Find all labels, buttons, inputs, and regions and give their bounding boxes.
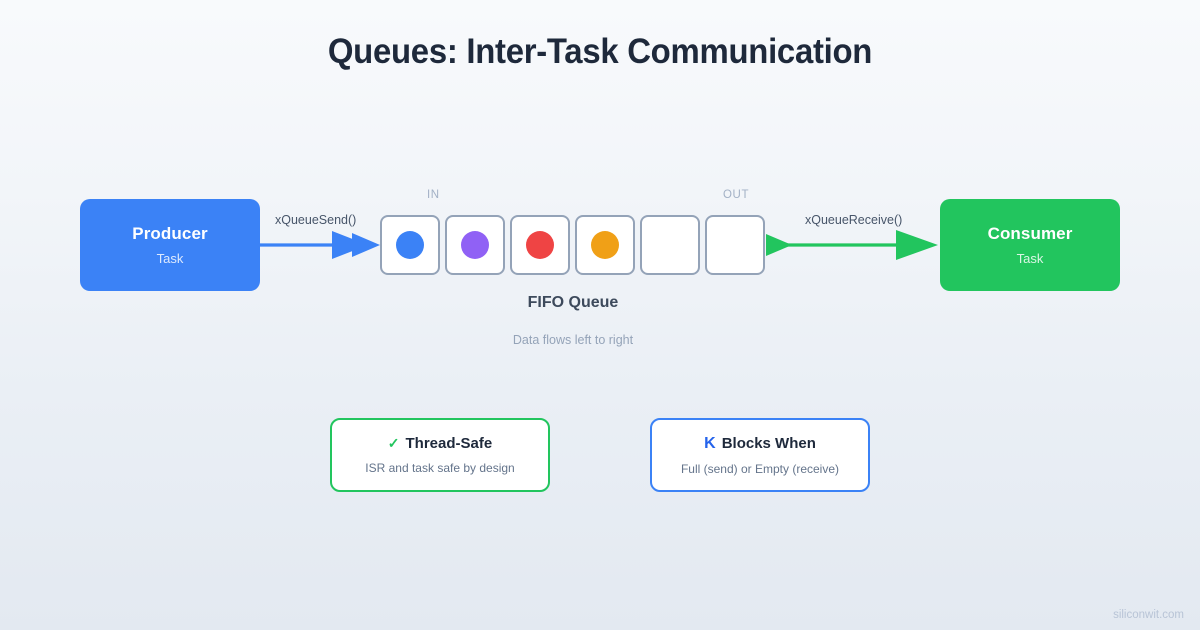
feature-title: Thread-Safe	[405, 435, 493, 452]
consumer-task-box: Consumer Task	[940, 199, 1120, 291]
page-title: Queues: Inter-Task Communication	[327, 32, 873, 71]
feature-heading: K Blocks When	[704, 435, 816, 453]
receive-arrow-label: xQueueReceive()	[805, 213, 903, 227]
queue-out-label: OUT	[723, 189, 750, 201]
feature-description: ISR and task safe by design	[365, 461, 515, 475]
queue-item-dot	[461, 231, 489, 259]
queue-subcaption: Data flows left to right	[512, 333, 634, 347]
check-icon: ✓	[387, 435, 400, 451]
queue-cell-filled	[510, 215, 570, 275]
fifo-queue	[380, 215, 765, 275]
consumer-subtitle: Task	[1016, 251, 1044, 266]
watermark: siliconwit.com	[1113, 609, 1184, 621]
queue-cell-filled	[575, 215, 635, 275]
feature-card-blocks-when: K Blocks When Full (send) or Empty (rece…	[650, 418, 870, 492]
receive-arrowhead-start	[766, 234, 792, 256]
queue-in-label: IN	[427, 189, 440, 201]
queue-item-dot	[526, 231, 554, 259]
consumer-title: Consumer	[987, 224, 1073, 243]
send-arrowhead-inner	[352, 233, 380, 257]
queue-caption: FIFO Queue	[527, 294, 619, 311]
receive-arrowhead-end	[896, 230, 938, 260]
feature-description: Full (send) or Empty (receive)	[680, 461, 840, 476]
k-glyph-icon: K	[704, 434, 716, 452]
send-arrow-label: xQueueSend()	[275, 213, 357, 227]
queue-item-dot	[396, 231, 424, 259]
queue-cell-filled	[445, 215, 505, 275]
queue-cell-empty	[705, 215, 765, 275]
feature-heading: ✓ Thread-Safe	[388, 435, 492, 452]
producer-title: Producer	[132, 224, 208, 243]
producer-task-box: Producer Task	[80, 199, 260, 291]
queue-item-dot	[591, 231, 619, 259]
producer-subtitle: Task	[156, 251, 184, 266]
feature-title: Blocks When	[721, 434, 816, 452]
queue-cell-filled	[380, 215, 440, 275]
feature-card-thread-safe: ✓ Thread-Safe ISR and task safe by desig…	[330, 418, 550, 492]
send-arrowhead-outer	[332, 231, 368, 259]
queue-cell-empty	[640, 215, 700, 275]
queue-cell-list	[380, 215, 765, 275]
